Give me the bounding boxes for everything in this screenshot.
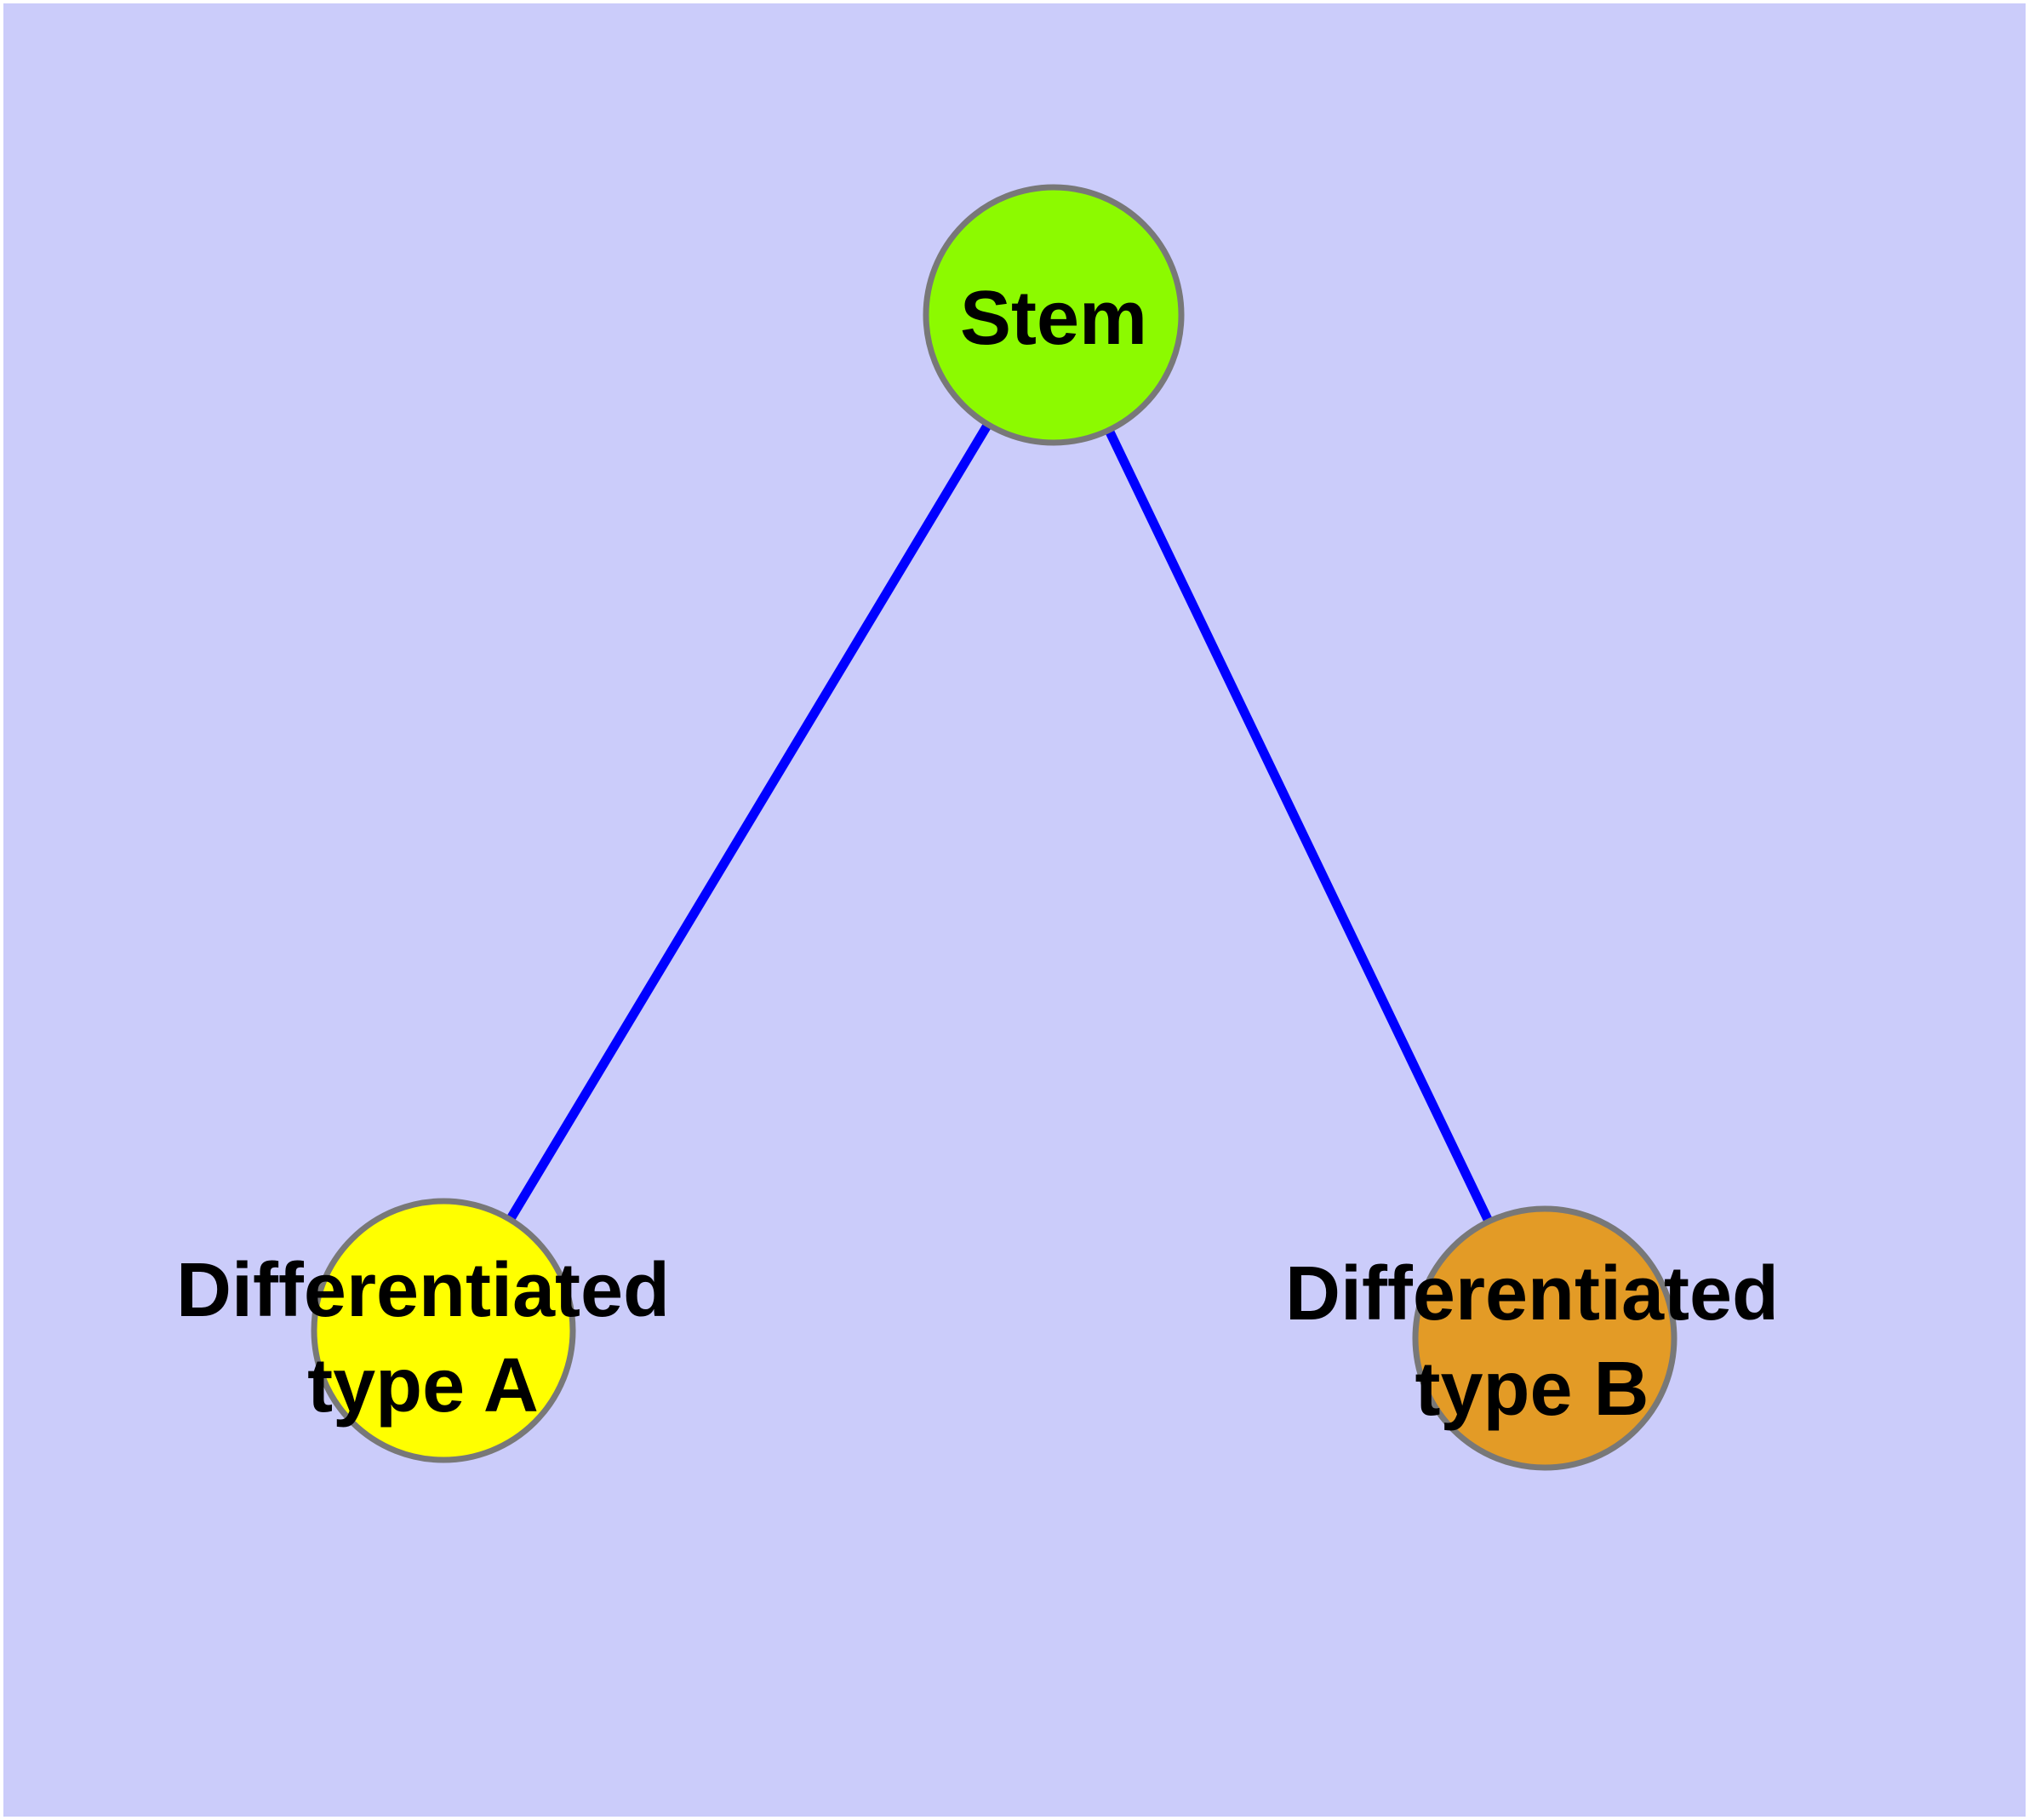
edge-stem-to-type-b <box>1049 312 1549 1341</box>
node-type-b-label-line1: Differentiated <box>1285 1251 1779 1336</box>
edge-stem-to-type-a <box>439 312 1058 1333</box>
node-differentiated-type-b: Differentiated type B <box>1285 1205 1779 1471</box>
node-type-b-circle <box>1412 1205 1677 1471</box>
node-type-b-label-line2: type B <box>1415 1347 1649 1432</box>
node-stem-circle <box>923 184 1185 446</box>
node-type-a-label-line1: Differentiated <box>176 1248 670 1333</box>
node-type-a-circle <box>311 1198 576 1463</box>
node-differentiated-type-a: Differentiated type A <box>176 1198 670 1463</box>
node-stem-label: Stem <box>960 276 1147 361</box>
node-stem: Stem <box>923 184 1185 446</box>
node-type-a-label-line2: type A <box>307 1343 539 1428</box>
